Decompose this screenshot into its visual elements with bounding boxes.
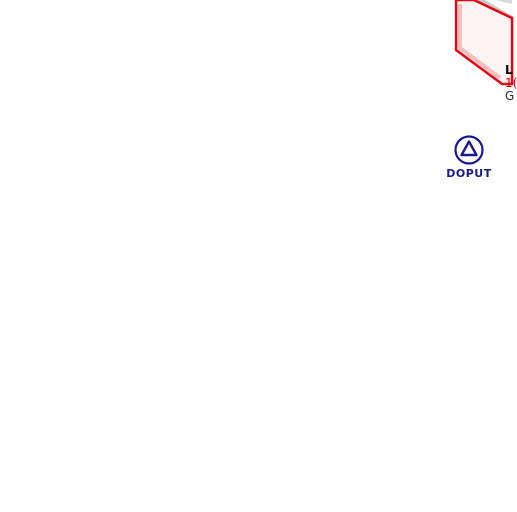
- waypoint-name: DOPUT: [446, 167, 492, 180]
- airspace-name: L: [505, 63, 513, 77]
- airspace-limits: 1(: [505, 76, 517, 90]
- airspace-class: G: [505, 89, 515, 103]
- airspace-boundary[interactable]: [454, 0, 514, 86]
- airspace-inner-tint: [458, 4, 502, 80]
- triangle-in-circle-icon: [454, 135, 484, 165]
- waypoint-doput[interactable]: DOPUT: [440, 135, 498, 180]
- airspace-label: L 1( G: [505, 64, 517, 103]
- airspace-outer-buffer: [462, 0, 512, 4]
